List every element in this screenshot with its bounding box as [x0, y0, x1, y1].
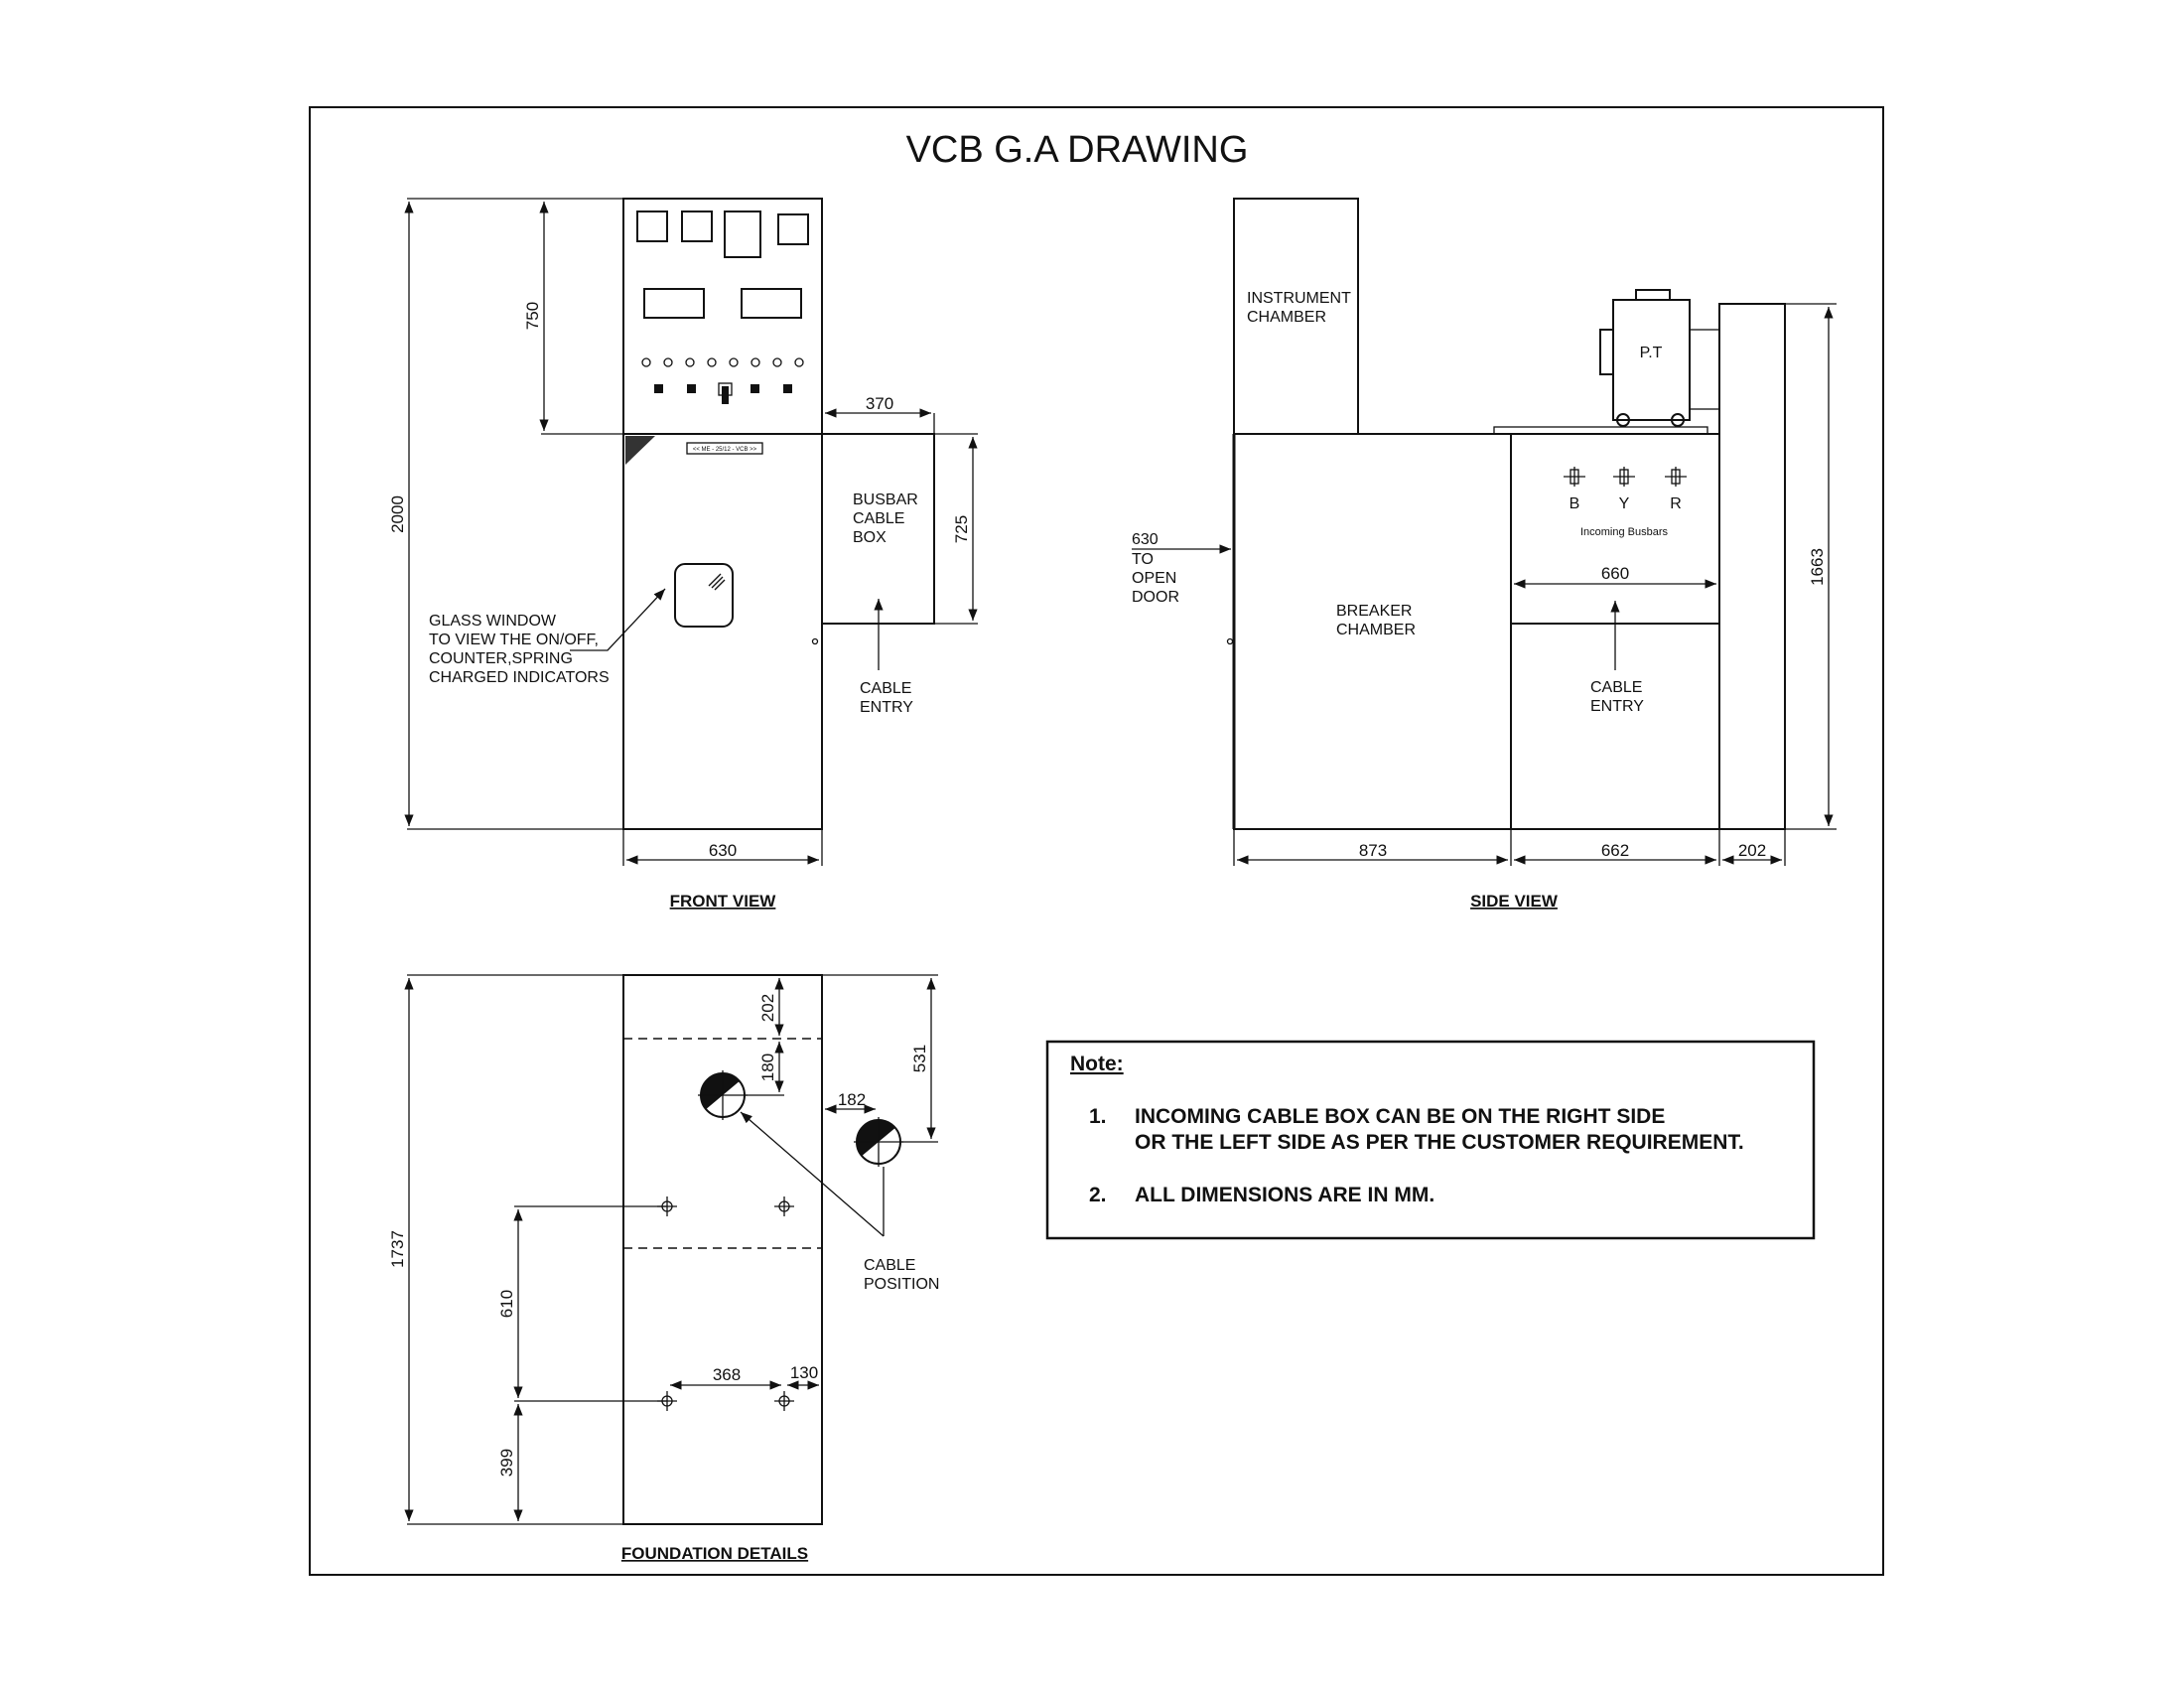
- note-2-number: 2.: [1089, 1184, 1107, 1206]
- instrument-chamber-label: INSTRUMENT CHAMBER: [1247, 290, 1355, 326]
- box-height-dim-text: 725: [952, 515, 971, 543]
- busbar-symbols: [1564, 467, 1687, 487]
- pt-wheel: [1671, 413, 1685, 427]
- nameplate-text: << ME - 25/12 - VCB >>: [693, 447, 757, 453]
- phase-r: R: [1670, 495, 1682, 512]
- width-dim-text: 630: [709, 841, 737, 860]
- side-offset-dim-text: 182: [838, 1090, 866, 1109]
- pt-label: P.T: [1640, 345, 1663, 361]
- foundation-total-dim-text: 1737: [388, 1230, 407, 1268]
- breaker-chamber-label: BREAKER CHAMBER: [1336, 603, 1417, 638]
- side-cable-entry-label: CABLE ENTRY: [1590, 679, 1647, 715]
- indicator-lamps: [641, 357, 804, 367]
- rear-chamber: [1718, 303, 1786, 830]
- hole-spacing-h-dim-text: 368: [713, 1365, 741, 1384]
- phase-y: Y: [1619, 495, 1630, 512]
- glass-window: [674, 563, 734, 628]
- pt-side-bracket: [1599, 329, 1614, 375]
- note-heading: Note:: [1070, 1053, 1124, 1075]
- push-buttons: [654, 382, 792, 404]
- front-panel-outline: [622, 198, 823, 830]
- pt-wheel: [1616, 413, 1630, 427]
- pt-handle: [1635, 289, 1671, 300]
- door-handle: [811, 637, 819, 645]
- foundation-details: CABLE POSITION 1737 202 180 531 182 610 …: [388, 974, 939, 1563]
- cable-hole: [698, 1070, 748, 1120]
- note-1-text: INCOMING CABLE BOX CAN BE ON THE RIGHT S…: [1135, 1105, 1744, 1154]
- cable-entry-label: CABLE ENTRY: [860, 680, 916, 716]
- cable-hole: [854, 1117, 903, 1167]
- cable-position-label: CABLE POSITION: [864, 1257, 939, 1293]
- side-height-dim-text: 1663: [1808, 548, 1827, 586]
- side-dim-2-text: 662: [1601, 841, 1629, 860]
- door-hinge: [1226, 637, 1234, 645]
- foundation-outline: [622, 974, 823, 1525]
- phase-b: B: [1570, 495, 1580, 512]
- window-hatch: [708, 573, 726, 591]
- top-dim-text: 750: [523, 302, 542, 330]
- front-view-caption: FRONT VIEW: [670, 892, 777, 911]
- relay-window: [643, 288, 705, 319]
- busbar-box-label: BUSBAR CABLE BOX: [853, 492, 922, 546]
- incoming-busbars-label: Incoming Busbars: [1580, 526, 1669, 538]
- note-box: Note: 1. INCOMING CABLE BOX CAN BE ON TH…: [1045, 1040, 1816, 1240]
- pt-connector: [1689, 329, 1720, 410]
- hatched-corner: [625, 436, 655, 465]
- note-1-number: 1.: [1089, 1105, 1107, 1128]
- pt-platform: [1493, 426, 1708, 435]
- side-dim-3-text: 202: [1738, 841, 1766, 860]
- glass-window-label: GLASS WINDOW TO VIEW THE ON/OFF, COUNTER…: [429, 613, 610, 686]
- cable-position-leader: [740, 1111, 885, 1237]
- meter: [724, 211, 761, 258]
- height-dim-text: 2000: [388, 495, 407, 533]
- box-width-dim-text: 370: [866, 394, 893, 413]
- foundation-caption: FOUNDATION DETAILS: [621, 1544, 808, 1563]
- meter: [636, 211, 668, 242]
- bottom-dim-text: 399: [497, 1449, 516, 1477]
- meter: [681, 211, 713, 242]
- inner-width-dim-text: 660: [1601, 564, 1629, 583]
- open-door-label: 630 TO OPEN DOOR: [1132, 531, 1181, 606]
- note-2-text: ALL DIMENSIONS ARE IN MM.: [1135, 1184, 1434, 1206]
- edge-dim-text: 130: [790, 1363, 818, 1382]
- hole-dim-text: 180: [758, 1054, 777, 1081]
- front-view: << ME - 25/12 - VCB >> BUSBAR CABLE BOX …: [388, 198, 978, 911]
- top-offset-dim-text: 202: [758, 994, 777, 1022]
- side-dim-1-text: 873: [1359, 841, 1387, 860]
- glass-window-leader: [570, 588, 666, 651]
- relay-window: [741, 288, 802, 319]
- meter: [777, 213, 809, 245]
- side-view: INSTRUMENT CHAMBER BREAKER CHAMBER P.T B…: [1132, 198, 1837, 911]
- drawing-title: VCB G.A DRAWING: [906, 129, 1249, 171]
- side-view-caption: SIDE VIEW: [1470, 892, 1559, 911]
- sheet-border: [309, 106, 1884, 1576]
- right-offset-dim-text: 531: [910, 1045, 929, 1072]
- hole-spacing-v-dim-text: 610: [497, 1290, 516, 1318]
- nameplate: [686, 442, 763, 455]
